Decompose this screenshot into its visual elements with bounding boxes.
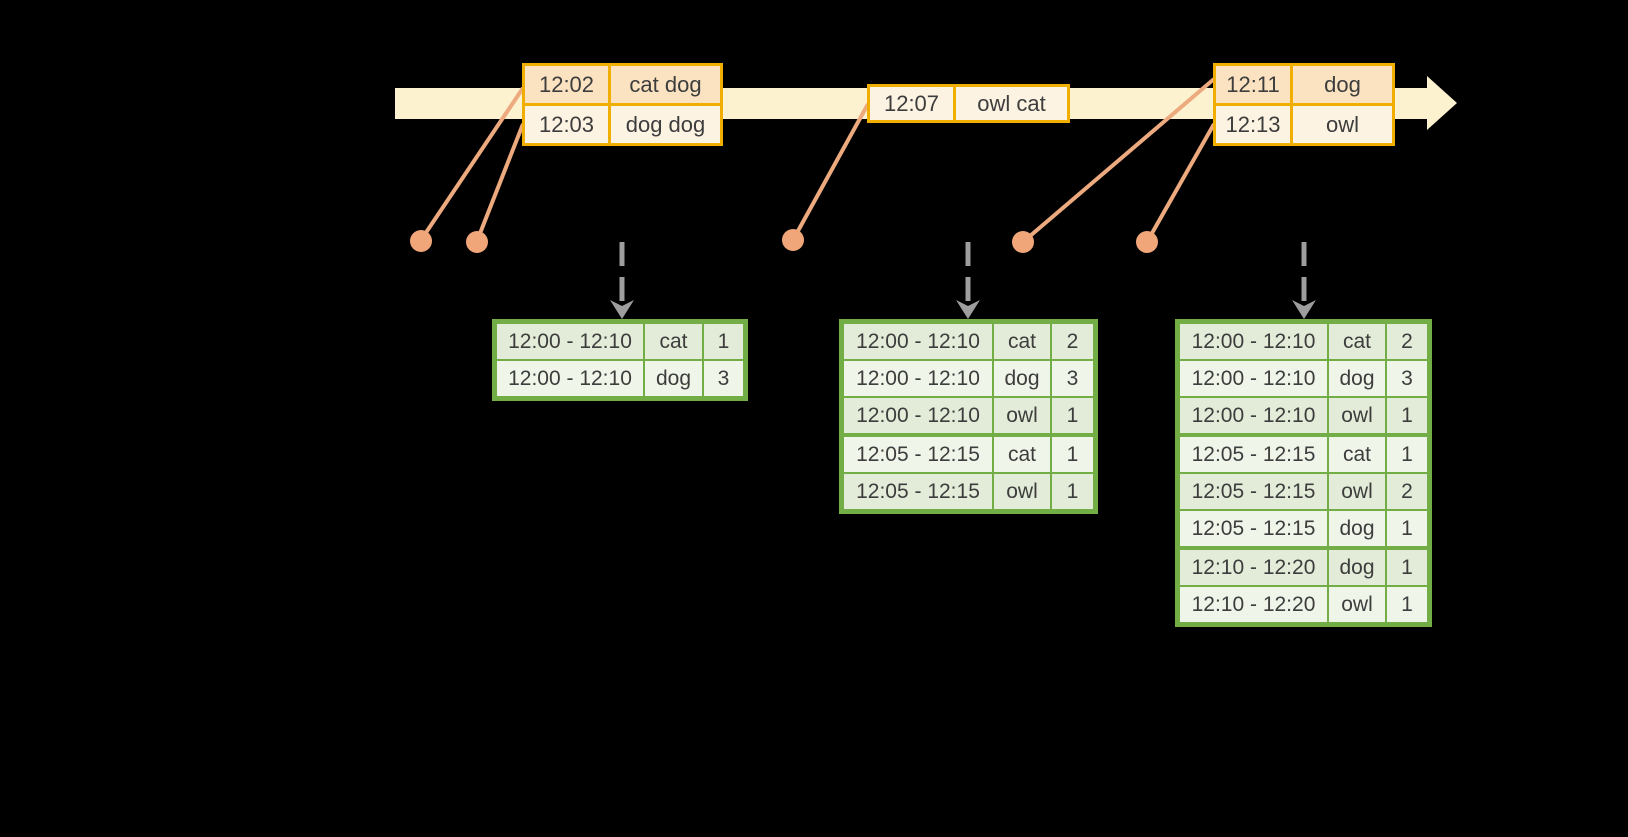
count-cell: 2: [1052, 324, 1093, 359]
text-cell: dog dog: [611, 106, 720, 143]
count-cell: 1: [1052, 437, 1093, 472]
text-cell: owl: [1293, 106, 1392, 143]
count-cell: 1: [1052, 474, 1093, 509]
time-cell: 12:11: [1216, 66, 1290, 103]
timeline-arrowhead-icon: [1427, 76, 1457, 130]
word-cell: dog: [1329, 550, 1385, 585]
trigger-arrowhead-icon: [1292, 300, 1316, 319]
word-cell: cat: [645, 324, 702, 359]
window-cell: 12:00 - 12:10: [497, 361, 643, 396]
window-cell: 12:00 - 12:10: [497, 324, 643, 359]
word-cell: owl: [1329, 474, 1385, 509]
event-connector-line: [791, 103, 870, 241]
time-cell: 12:03: [525, 106, 608, 143]
event-connector-line: [419, 86, 525, 242]
time-cell: 12:07: [870, 87, 953, 120]
window-cell: 12:10 - 12:20: [1180, 550, 1327, 585]
count-cell: 1: [1387, 511, 1427, 546]
count-cell: 1: [1387, 550, 1427, 585]
count-cell: 1: [1387, 398, 1427, 433]
text-cell: cat dog: [611, 66, 720, 103]
window-cell: 12:00 - 12:10: [1180, 398, 1327, 433]
window-cell: 12:05 - 12:15: [844, 474, 992, 509]
window-cell: 12:00 - 12:10: [844, 324, 992, 359]
window-cell: 12:05 - 12:15: [1180, 437, 1327, 472]
event-dot: [1136, 231, 1158, 253]
text-cell: dog: [1293, 66, 1392, 103]
time-cell: 12:02: [525, 66, 608, 103]
window-cell: 12:05 - 12:15: [1180, 511, 1327, 546]
count-cell: 2: [1387, 474, 1427, 509]
count-cell: 2: [1387, 324, 1427, 359]
count-cell: 1: [1387, 437, 1427, 472]
event-dot: [466, 231, 488, 253]
trigger-arrowhead-icon: [956, 300, 980, 319]
event-dot: [782, 229, 804, 251]
word-cell: cat: [1329, 437, 1385, 472]
trigger-arrowhead-icon: [610, 300, 634, 319]
count-cell: 3: [704, 361, 743, 396]
event-dot: [1012, 231, 1034, 253]
window-cell: 12:05 - 12:15: [1180, 474, 1327, 509]
count-cell: 3: [1387, 361, 1427, 396]
window-cell: 12:00 - 12:10: [844, 398, 992, 433]
window-cell: 12:10 - 12:20: [1180, 587, 1327, 622]
word-cell: cat: [994, 437, 1050, 472]
time-cell: 12:13: [1216, 106, 1290, 143]
word-cell: dog: [994, 361, 1050, 396]
word-cell: dog: [645, 361, 702, 396]
event-connector-line: [1021, 77, 1216, 244]
text-cell: owl cat: [956, 87, 1067, 120]
window-cell: 12:00 - 12:10: [1180, 361, 1327, 396]
word-cell: dog: [1329, 511, 1385, 546]
word-cell: owl: [994, 398, 1050, 433]
word-cell: cat: [994, 324, 1050, 359]
window-cell: 12:00 - 12:10: [844, 361, 992, 396]
count-cell: 1: [704, 324, 743, 359]
event-dot: [410, 230, 432, 252]
count-cell: 1: [1387, 587, 1427, 622]
word-cell: cat: [1329, 324, 1385, 359]
count-cell: 3: [1052, 361, 1093, 396]
word-cell: owl: [1329, 398, 1385, 433]
word-cell: dog: [1329, 361, 1385, 396]
window-cell: 12:05 - 12:15: [844, 437, 992, 472]
window-cell: 12:00 - 12:10: [1180, 324, 1327, 359]
event-connector-line: [1145, 123, 1216, 243]
word-cell: owl: [994, 474, 1050, 509]
word-cell: owl: [1329, 587, 1385, 622]
event-connector-line: [475, 123, 525, 242]
count-cell: 1: [1052, 398, 1093, 433]
